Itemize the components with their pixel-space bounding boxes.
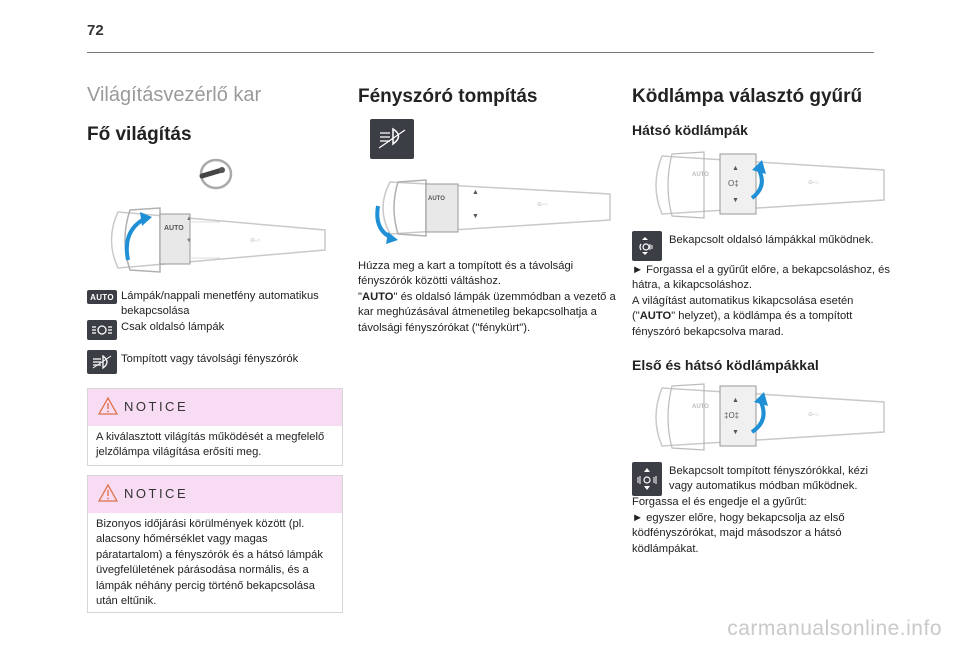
notice-header: [88, 476, 342, 513]
notice-text: A kiválasztott világítás működését a meg…: [96, 431, 325, 459]
item-auto-text: Lámpák/nappali menetfény automatikus bek…: [121, 290, 319, 318]
svg-text:O‡: O‡: [728, 179, 739, 188]
lighting-lever-illustration: AUTO ▲ ▼ ⊖-○: [110, 207, 326, 273]
subtitle-main-lighting: Fő világítás: [87, 124, 192, 145]
svg-text:▲: ▲: [186, 216, 192, 222]
side-lights-icon: [87, 320, 117, 340]
rear-fog-subtitle: Hátsó ködlámpák: [632, 122, 748, 138]
auto-icon: AUTO: [87, 290, 117, 304]
dipping-para-1: Húzza meg a kart a tompított és a távols…: [358, 260, 574, 288]
front-rear-fog-icon: [632, 462, 662, 496]
headlight-flash-icon: [370, 119, 414, 159]
notice-text: Bizonyos időjárási körülmények között (p…: [96, 518, 323, 608]
rear-fog-icon-text: Bekapcsolt oldalsó lámpákkal működnek.: [669, 234, 874, 246]
svg-text:▲: ▲: [472, 189, 479, 196]
item-headlight-text: Tompított vagy távolsági fényszórók: [121, 353, 299, 365]
svg-text:⊖-○: ⊖-○: [537, 202, 548, 208]
svg-text:AUTO: AUTO: [692, 404, 709, 410]
svg-text:‡O‡: ‡O‡: [724, 411, 739, 420]
svg-text:▲: ▲: [732, 397, 739, 404]
notice-box-2: NOTICE Bizonyos időjárási körülmények kö…: [87, 475, 343, 613]
header-rule: [87, 52, 874, 53]
front-rear-fog-subtitle: Első és hátsó ködlámpákkal: [632, 357, 819, 373]
watermark: carmanualsonline.info: [727, 617, 942, 640]
rear-fog-para-2: A világítást automatikus kikapcsolása es…: [632, 295, 854, 338]
steering-wheel-icon: [199, 158, 233, 190]
svg-text:AUTO: AUTO: [428, 196, 445, 202]
svg-text:AUTO: AUTO: [692, 172, 709, 178]
svg-text:⊖-○: ⊖-○: [250, 238, 261, 244]
front-rear-fog-para-2: ► egyszer előre, hogy bekapcsolja az els…: [632, 512, 845, 555]
headlight-icon: [87, 350, 117, 374]
svg-text:▼: ▼: [186, 238, 192, 244]
item-side-lights-text: Csak oldalsó lámpák: [121, 321, 225, 333]
rear-fog-para-1: ► Forgassa el a gyűrűt előre, a bekapcso…: [632, 264, 890, 292]
svg-text:▼: ▼: [732, 429, 739, 436]
notice-header: [88, 389, 342, 426]
svg-text:▼: ▼: [472, 213, 479, 220]
rear-fog-lever-illustration: AUTO ▲ O‡ ▼ ⊖-○: [655, 151, 885, 219]
page-number: 72: [87, 22, 104, 39]
svg-text:AUTO: AUTO: [164, 225, 184, 232]
headlight-dipping-title: Fényszóró tompítás: [358, 86, 538, 107]
front-rear-fog-para-1: Forgassa el és engedje el a gyűrűt:: [632, 496, 807, 508]
svg-text:▲: ▲: [732, 165, 739, 172]
notice-box-1: NOTICE A kiválasztott világítás működésé…: [87, 388, 343, 466]
warning-icon: [98, 484, 118, 502]
svg-text:⊖-○: ⊖-○: [808, 412, 819, 418]
section-title: Világításvezérlő kar: [87, 84, 262, 106]
dipping-para-2: "AUTO" és oldalsó lámpák üzemmódban a ve…: [358, 291, 616, 334]
fog-ring-title: Ködlámpa választó gyűrű: [632, 86, 863, 107]
auto-icon-label: AUTO: [90, 292, 114, 302]
dipping-lever-illustration: AUTO ▲ ▼ ⊖-○: [375, 179, 611, 244]
warning-icon: [98, 397, 118, 415]
front-rear-fog-lever-illustration: AUTO ▲ ‡O‡ ▼ ⊖-○: [655, 383, 885, 451]
notice-title: NOTICE: [124, 486, 189, 501]
svg-text:▼: ▼: [732, 197, 739, 204]
front-rear-fog-icon-text: Bekapcsolt tompított fényszórókkal, kézi…: [669, 465, 868, 493]
rear-fog-icon: [632, 231, 662, 261]
svg-text:⊖-○: ⊖-○: [808, 180, 819, 186]
notice-title: NOTICE: [124, 399, 189, 414]
